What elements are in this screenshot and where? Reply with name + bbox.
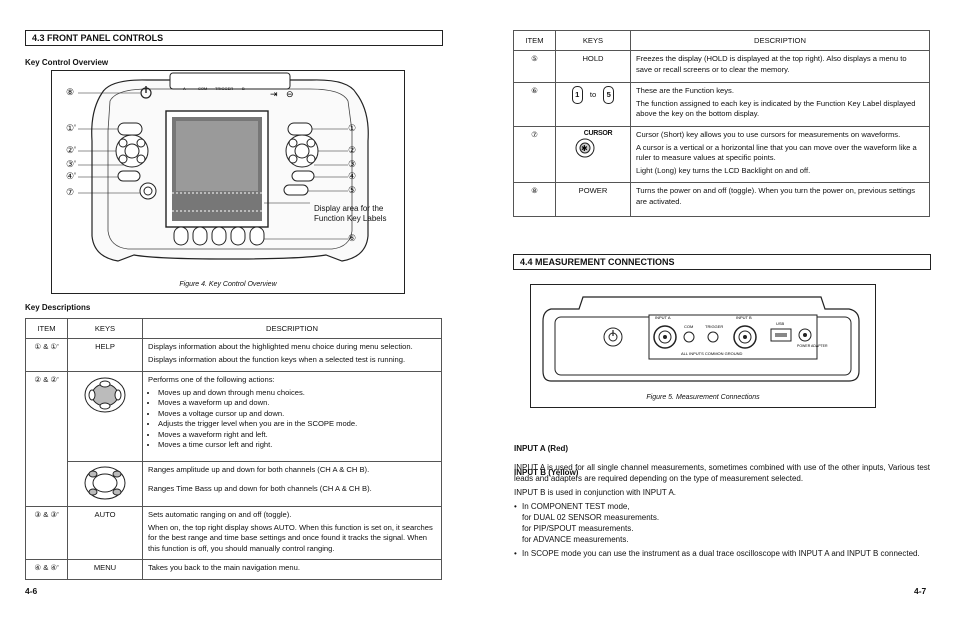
list-item: • In SCOPE mode you can use the instrume… xyxy=(514,549,920,558)
section-title-measurement: 4.4 MEASUREMENT CONNECTIONS xyxy=(513,254,931,270)
item-cell: ④ & ④' xyxy=(25,559,68,580)
callout-5: ⑤ xyxy=(348,185,357,195)
function-keys-cell: 1 to 5 xyxy=(555,82,631,127)
item-cell: ③ & ③' xyxy=(25,506,68,560)
cursor-key-cell: CURSOR ✱ xyxy=(555,126,631,183)
table-row: ⑧ POWER Turns the power on and off (togg… xyxy=(513,182,930,217)
table-row: ① & ①' HELP Displays information about t… xyxy=(25,338,442,372)
label-input-b: INPUT B xyxy=(736,315,752,320)
table-row: ⑦ CURSOR ✱ Cursor (Short) key allows you… xyxy=(513,126,930,183)
range-key-cell xyxy=(67,461,143,507)
header-item: ITEM xyxy=(25,318,68,339)
callout-4: ④ xyxy=(348,171,357,181)
device-illustration: A COM TRIGGER B ⇥ ⊖ xyxy=(78,72,369,262)
function-key-5-icon: 5 xyxy=(603,86,615,104)
section-title-front-panel: 4.3 FRONT PANEL CONTROLS xyxy=(25,30,443,46)
label-common-ground: ALL INPUTS COMMON GROUND xyxy=(681,351,743,356)
figure5-caption: Figure 5. Measurement Connections xyxy=(646,394,760,401)
table-row: ⑥ 1 to 5 These are the Function keys.The… xyxy=(513,82,930,127)
table-header-row: ITEM KEYS DESCRIPTION xyxy=(25,318,442,339)
display-area-label: Display area for the Function Key Labels xyxy=(314,204,387,223)
table-row: ② & ②' Performs one of the following act… xyxy=(25,371,442,507)
key-descriptions-table-cont: ITEM KEYS DESCRIPTION ⑤ HOLD Freezes the… xyxy=(513,30,930,217)
header-keys: KEYS xyxy=(555,30,631,51)
callout-1: ① xyxy=(348,123,357,133)
item-cell: ① & ①' xyxy=(25,338,68,372)
table-row: ④ & ④' MENU Takes you back to the main n… xyxy=(25,559,442,580)
figure-key-control-overview: A COM TRIGGER B ⇥ ⊖ xyxy=(51,70,405,294)
callout-6: ⑥ xyxy=(348,233,357,243)
page-number-left: 4-6 xyxy=(25,586,38,596)
header-keys: KEYS xyxy=(67,318,143,339)
overview-heading: Key Control Overview xyxy=(25,58,109,67)
header-item: ITEM xyxy=(513,30,556,51)
desc-cell: Freezes the display (HOLD is displayed a… xyxy=(630,50,930,83)
desc-cell: Sets automatic ranging on and off (toggl… xyxy=(142,506,442,560)
figure4-caption: Figure 4. Key Control Overview xyxy=(179,281,277,288)
usb-glyph: ⇥ xyxy=(270,89,278,99)
item-cell: ⑤ xyxy=(513,50,556,83)
top-label-b: B xyxy=(242,86,245,91)
callout-3: ③ xyxy=(348,159,357,169)
callout-3-prime: ③' xyxy=(66,159,76,169)
desc-cell: Turns the power on and off (toggle). Whe… xyxy=(630,182,930,217)
range-keys-icon xyxy=(84,466,126,500)
key-auto: AUTO xyxy=(67,506,143,560)
key-menu: MENU xyxy=(67,559,143,580)
desc-cell: Cursor (Short) key allows you to use cur… xyxy=(630,126,930,183)
desc-cell: Displays information about the highlight… xyxy=(142,338,442,372)
item-cell: ② & ②' xyxy=(25,371,68,507)
desc-cell: Ranges amplitude up and down for both ch… xyxy=(142,461,442,507)
item-cell: ⑧ xyxy=(513,182,556,217)
cursor-key-label: CURSOR xyxy=(583,130,613,137)
item-cell: ⑥ xyxy=(513,82,556,127)
figure-measurement-connections: INPUT A COM TRIGGER INPUT B USB POWER AD… xyxy=(530,284,876,408)
input-a-heading: INPUT A (Red) xyxy=(514,444,569,453)
top-label-com: COM xyxy=(198,86,207,91)
descriptions-heading: Key Descriptions xyxy=(25,303,91,312)
key-descriptions-table: ITEM KEYS DESCRIPTION ① & ①' HELP Displa… xyxy=(25,318,442,580)
input-b-heading: INPUT B (Yellow) xyxy=(514,468,579,477)
input-b-bullets: • In COMPONENT TEST mode, for DUAL 02 SE… xyxy=(514,501,930,559)
top-label-a: A xyxy=(183,86,186,91)
dpad-key-cell xyxy=(67,371,143,462)
key-power: POWER xyxy=(555,182,631,217)
table-row: ③ & ③' AUTO Sets automatic ranging on an… xyxy=(25,506,442,560)
input-a-text: INPUT A is used for all single channel m… xyxy=(514,463,930,483)
top-label-trigger: TRIGGER xyxy=(215,86,233,91)
svg-text:✱: ✱ xyxy=(581,144,588,153)
key-hold: HOLD xyxy=(555,50,631,83)
cursor-key-icon: ✱ xyxy=(575,138,595,158)
label-power-adapter: POWER ADAPTER xyxy=(797,344,828,348)
desc-cell: Performs one of the following actions: M… xyxy=(142,371,442,462)
table-header-row: ITEM KEYS DESCRIPTION xyxy=(513,30,930,51)
header-description: DESCRIPTION xyxy=(630,30,930,51)
page-number-right: 4-7 xyxy=(914,586,927,596)
table-row: Ranges amplitude up and down for both ch… xyxy=(26,461,442,507)
header-description: DESCRIPTION xyxy=(142,318,442,339)
input-b-text: INPUT B is used in conjunction with INPU… xyxy=(514,488,676,497)
callout-4-prime: ④' xyxy=(66,171,76,181)
label-trigger: TRIGGER xyxy=(705,324,723,329)
callout-1-prime: ①' xyxy=(66,123,76,133)
keys-to-label: to xyxy=(589,90,597,99)
callout-7: ⑦ xyxy=(66,187,75,197)
table-row: ⑤ HOLD Freezes the display (HOLD is disp… xyxy=(513,50,930,83)
label-com: COM xyxy=(684,324,693,329)
dpad-icon xyxy=(84,377,126,413)
label-input-a: INPUT A xyxy=(655,315,671,320)
adapter-glyph: ⊖ xyxy=(286,89,294,99)
item-cell: ⑦ xyxy=(513,126,556,183)
desc-cell: Takes you back to the main navigation me… xyxy=(142,559,442,580)
callout-2: ② xyxy=(348,145,357,155)
desc-cell: These are the Function keys.The function… xyxy=(630,82,930,127)
list-item: • In COMPONENT TEST mode, for DUAL 02 SE… xyxy=(514,502,660,544)
function-key-1-icon: 1 xyxy=(571,86,583,104)
key-help: HELP xyxy=(67,338,143,372)
callout-8: ⑧ xyxy=(66,87,75,97)
connections-illustration: INPUT A COM TRIGGER INPUT B USB POWER AD… xyxy=(542,296,860,382)
label-usb: USB xyxy=(776,321,785,326)
callout-2-prime: ②' xyxy=(66,145,76,155)
